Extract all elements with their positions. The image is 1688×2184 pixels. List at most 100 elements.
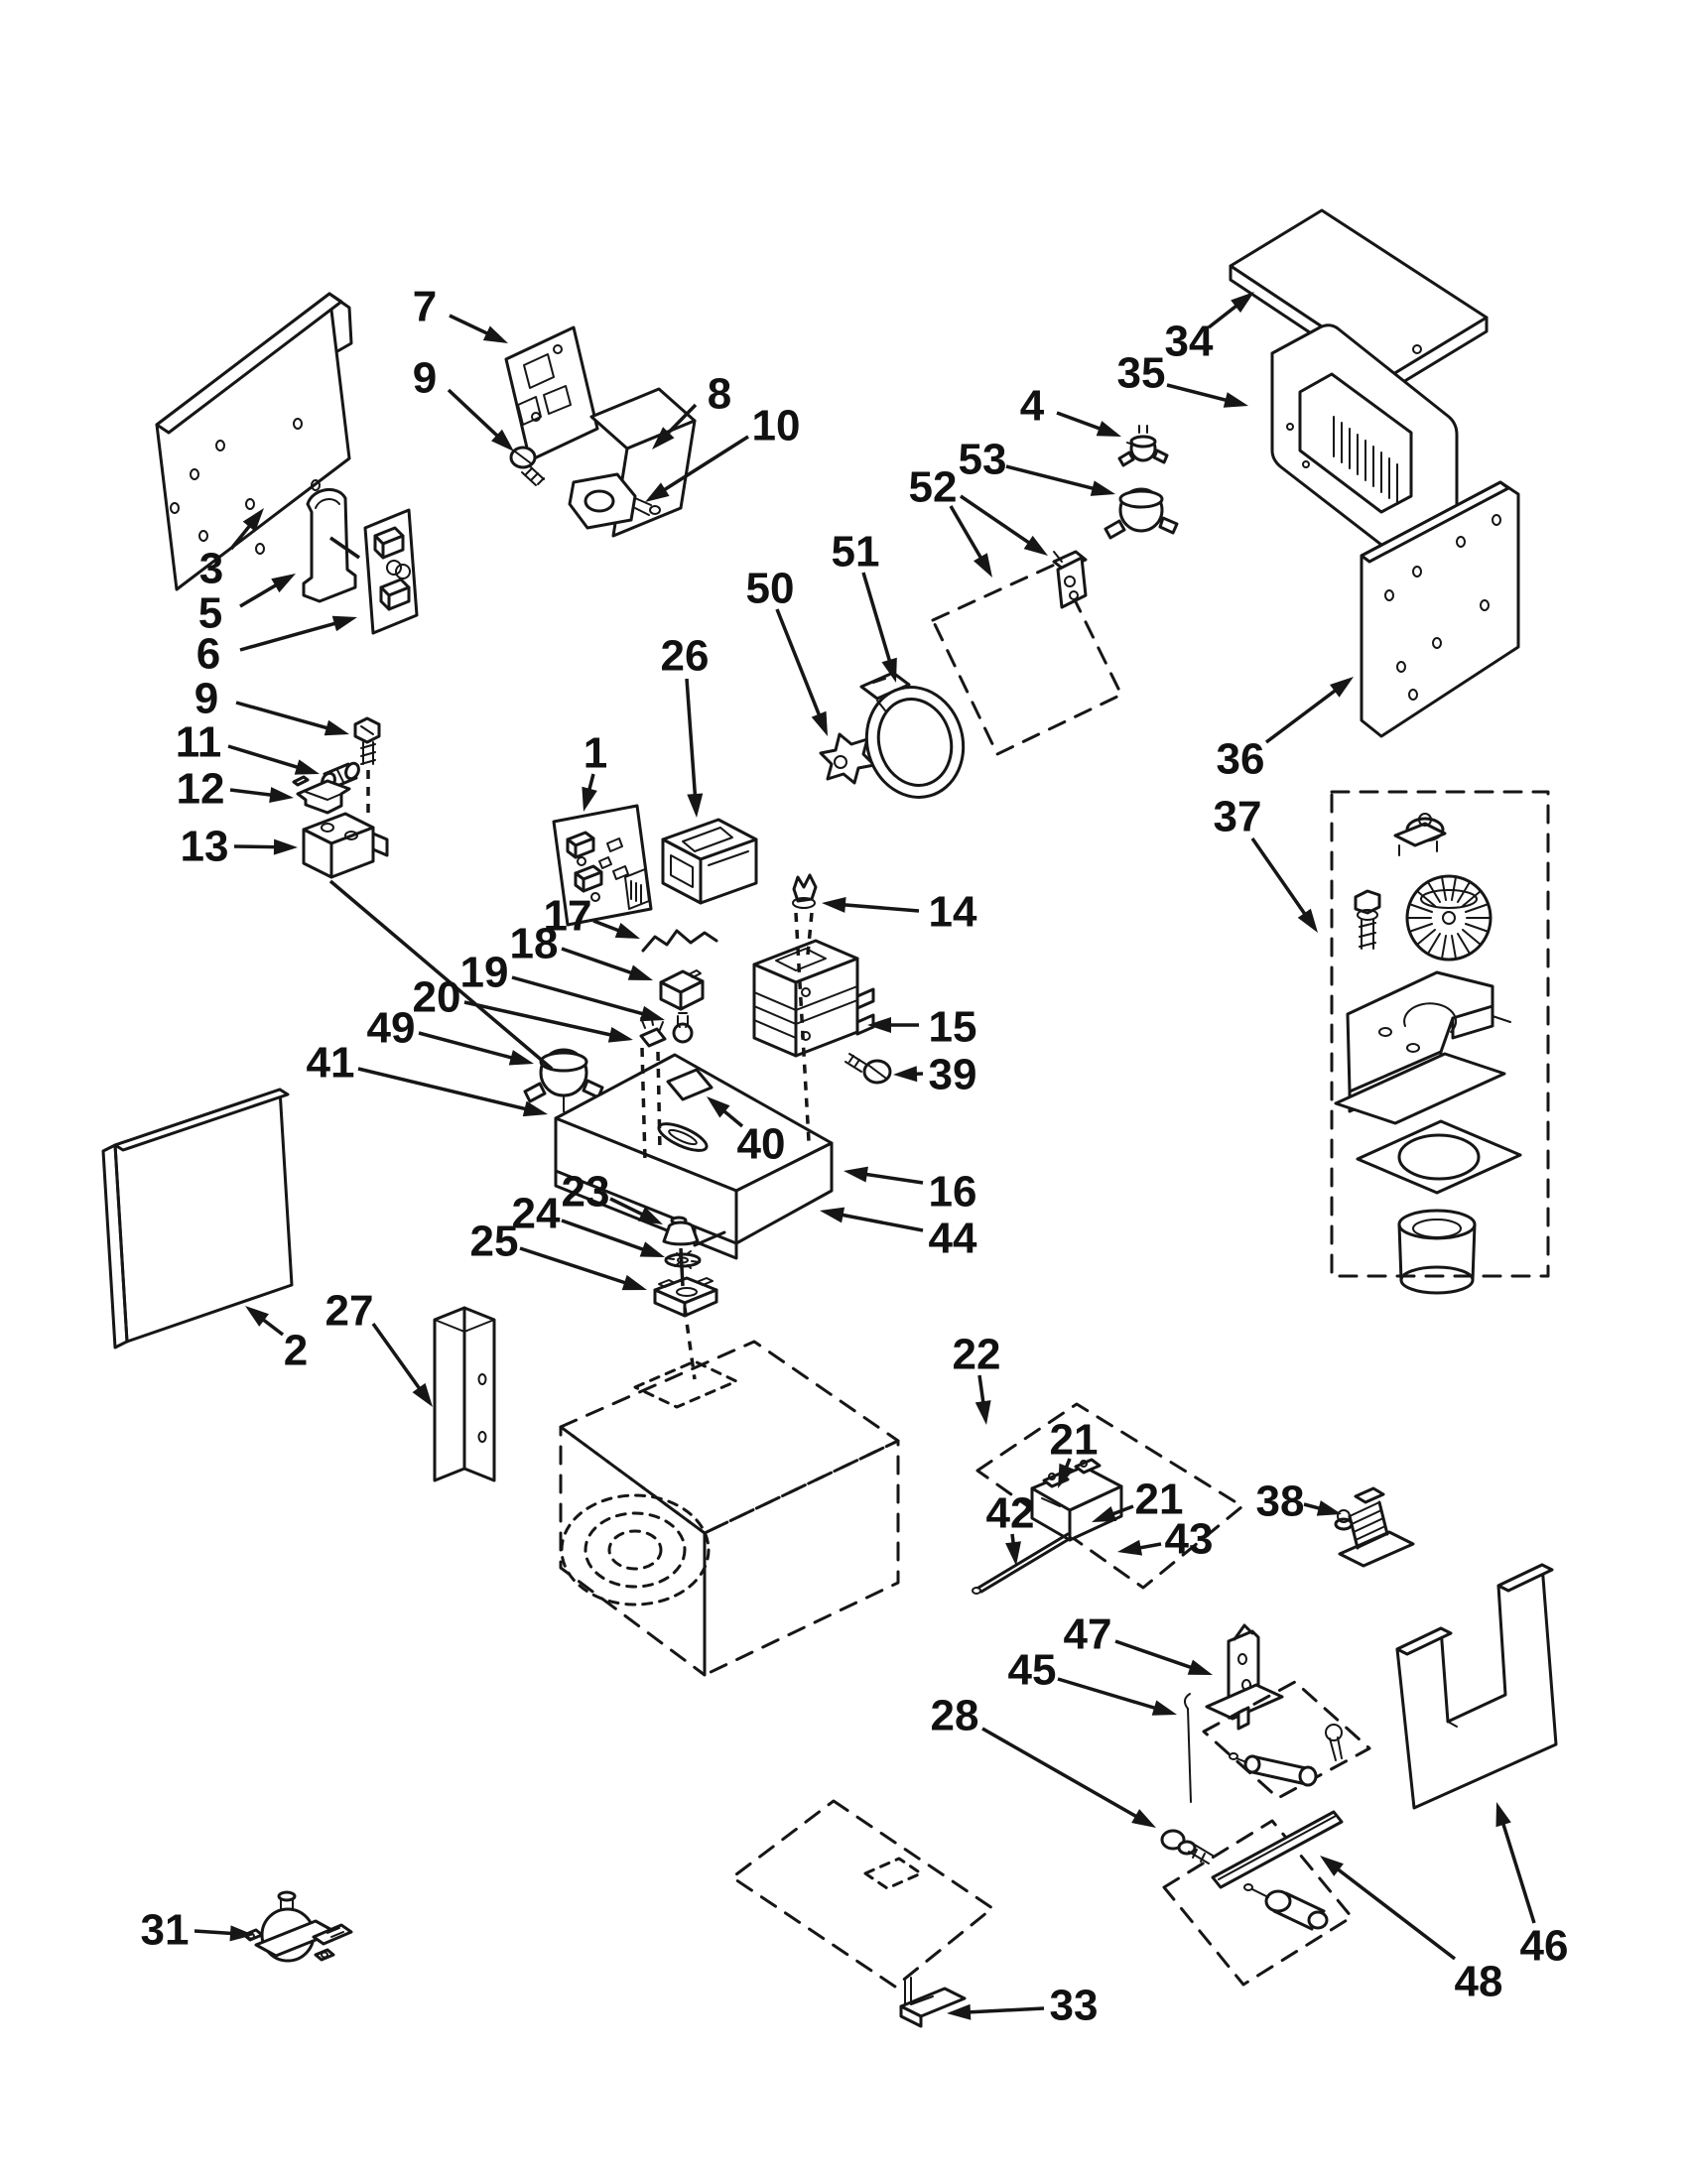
part-callout-9-8: 9 xyxy=(413,353,437,402)
control-board-drawing xyxy=(504,325,599,462)
leader-arrow-8 xyxy=(664,403,698,437)
arrowhead-icon xyxy=(412,1382,433,1407)
leader-arrow-53 xyxy=(1005,464,1098,491)
part-callout-46-48: 46 xyxy=(1520,1921,1569,1970)
part-callout-6-5: 6 xyxy=(196,629,220,678)
leader-arrow-26 xyxy=(685,678,698,799)
light-bulb-drawing xyxy=(672,1012,694,1044)
part-callout-42-42: 42 xyxy=(986,1488,1035,1537)
arrowhead-icon xyxy=(893,1066,918,1083)
arrowhead-icon xyxy=(1023,535,1048,556)
arrowhead-icon xyxy=(1005,1541,1021,1566)
part-callout-34-19: 34 xyxy=(1165,317,1214,365)
leader-arrow-52 xyxy=(960,494,1033,547)
arrowhead-icon xyxy=(811,710,828,736)
arrowhead-icon xyxy=(974,1400,991,1425)
part-callout-9-10: 9 xyxy=(195,674,218,722)
connector-line-7 xyxy=(679,1247,685,1287)
arrowhead-icon xyxy=(273,838,298,855)
thermal-cutoff-drawing xyxy=(1117,425,1169,467)
leader-arrow-10 xyxy=(660,435,749,493)
part-callout-13-13: 13 xyxy=(181,822,229,870)
rear-panel-drawing xyxy=(155,292,353,591)
part-callout-21-41: 21 xyxy=(1135,1475,1184,1523)
arrowhead-icon xyxy=(822,896,846,913)
leader-arrow-5 xyxy=(239,581,280,608)
leader-arrow-34 xyxy=(1207,302,1240,329)
leader-arrow-13 xyxy=(233,844,279,849)
arrowhead-icon xyxy=(1495,1802,1511,1828)
leader-arrow-44 xyxy=(839,1213,924,1232)
part-callout-16-26: 16 xyxy=(929,1167,977,1216)
leader-arrow-25 xyxy=(519,1246,629,1286)
leader-arrow-9 xyxy=(447,388,501,440)
arrowhead-icon xyxy=(973,553,992,578)
interlock-bracket-drawing xyxy=(302,812,389,879)
leader-arrow-43 xyxy=(1136,1542,1162,1551)
part-callout-40-34: 40 xyxy=(737,1119,786,1168)
connector-line-3 xyxy=(640,1047,647,1162)
part-callout-20-31: 20 xyxy=(413,972,461,1021)
part-callout-5-4: 5 xyxy=(198,588,222,637)
leader-arrow-40 xyxy=(720,1107,744,1128)
part-callout-37-22: 37 xyxy=(1214,792,1262,840)
part-callout-41-33: 41 xyxy=(307,1038,355,1087)
part-callout-14-23: 14 xyxy=(929,887,977,936)
leader-arrow-35 xyxy=(1166,383,1231,403)
leader-arrow-45 xyxy=(1057,1677,1159,1711)
arrowhead-icon xyxy=(1297,908,1318,933)
blower-assembly-drawing xyxy=(1330,790,1550,1295)
arrowhead-icon xyxy=(947,2003,972,2020)
connector-line-1 xyxy=(329,536,360,560)
arrowhead-icon xyxy=(707,1096,730,1118)
part-callout-45-46: 45 xyxy=(1008,1645,1057,1694)
support-bracket-drawing xyxy=(302,488,357,603)
arrowhead-icon xyxy=(607,1026,633,1043)
leader-arrow-48 xyxy=(1334,1865,1457,1961)
arrowhead-icon xyxy=(820,1207,845,1223)
leader-arrow-21 xyxy=(1109,1504,1134,1517)
connector-line-5 xyxy=(794,912,811,1142)
arrowhead-icon xyxy=(331,615,357,632)
leader-arrow-2 xyxy=(259,1316,285,1337)
insulation-block-drawing xyxy=(1395,1563,1558,1810)
screw-lower-drawing xyxy=(353,716,381,765)
part-callout-25-37: 25 xyxy=(470,1217,519,1265)
terminal-block-drawing xyxy=(1334,1486,1415,1568)
part-callout-36-21: 36 xyxy=(1217,734,1265,783)
screw-top-drawing xyxy=(509,446,545,486)
arrowhead-icon xyxy=(1330,677,1354,698)
arrowhead-icon xyxy=(229,1925,254,1942)
part-callout-4-3: 4 xyxy=(1020,381,1045,430)
leader-arrow-46 xyxy=(1500,1820,1536,1924)
filter-board-drawing xyxy=(363,508,419,635)
part-callout-28-47: 28 xyxy=(931,1691,979,1739)
power-board-drawing xyxy=(552,804,653,927)
part-callout-11-11: 11 xyxy=(176,717,222,766)
wire-clip-drawing xyxy=(641,929,718,953)
arrowhead-icon xyxy=(324,719,349,736)
part-callout-38-44: 38 xyxy=(1256,1477,1305,1525)
arrowhead-icon xyxy=(271,574,296,593)
panel-frame-drawing xyxy=(1270,323,1459,568)
part-callout-31-50: 31 xyxy=(141,1905,190,1954)
part-callout-2-1: 2 xyxy=(284,1326,308,1374)
leader-arrow-11 xyxy=(227,744,302,770)
roller-kit-upper-drawing xyxy=(1202,1680,1371,1800)
connector-line-8 xyxy=(683,1307,697,1380)
part-callout-50-15: 50 xyxy=(746,564,795,612)
leader-arrow-20 xyxy=(463,1000,614,1038)
part-callout-15-24: 15 xyxy=(929,1002,977,1051)
arrowhead-icon xyxy=(637,1207,663,1224)
switch-panel-dashed-drawing xyxy=(931,550,1123,756)
arrowhead-icon xyxy=(645,482,670,502)
lamp-socket-drawing xyxy=(568,472,661,530)
connector-line-0 xyxy=(328,879,554,1071)
part-callout-12-12: 12 xyxy=(177,764,225,813)
leader-arrow-16 xyxy=(862,1172,924,1185)
charcoal-filter-drawing xyxy=(101,1088,294,1349)
leader-arrow-24 xyxy=(561,1219,647,1252)
leader-arrow-12 xyxy=(229,788,275,798)
